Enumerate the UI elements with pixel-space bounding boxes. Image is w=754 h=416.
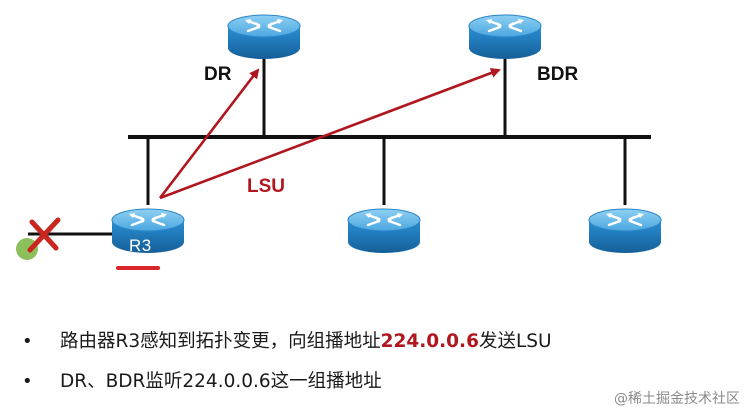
bullet-text: 路由器R3感知到拓扑变更，向组播地址 — [60, 331, 381, 352]
bullet-text: DR、BDR监听224.0.0.6这一组播地址 — [60, 371, 382, 392]
failed-link — [16, 217, 112, 260]
bdr-label: BDR — [537, 64, 579, 85]
lsu-arrow-to-dr — [158, 68, 260, 199]
router-other-2-icon — [587, 207, 663, 255]
lsu-label: LSU — [247, 176, 285, 197]
multicast-address-highlight: 224.0.0.6 — [380, 331, 479, 352]
network-segment — [128, 52, 651, 205]
lsu-arrows — [158, 68, 501, 200]
bullet-dot: • — [22, 371, 33, 392]
lsu-arrow-to-bdr — [159, 68, 501, 200]
failure-x-icon — [27, 217, 61, 253]
router-dr-icon — [226, 13, 302, 61]
bullet-list: • 路由器R3感知到拓扑变更，向组播地址224.0.0.6发送LSU • DR、BD… — [22, 322, 742, 402]
r3-label: R3 — [129, 236, 152, 255]
bullet-dot: • — [22, 331, 33, 352]
ospf-network-diagram — [16, 13, 663, 270]
bullet-text-tail: 发送LSU — [478, 331, 552, 352]
router-bdr-icon — [467, 13, 543, 61]
dr-label: DR — [204, 64, 232, 85]
watermark: @稀土掘金技术社区 — [614, 391, 740, 407]
bullet-item: • 路由器R3感知到拓扑变更，向组播地址224.0.0.6发送LSU — [22, 322, 742, 362]
link-endpoint-dot — [16, 238, 38, 260]
router-other-1-icon — [346, 207, 422, 255]
bullet-item: • DR、BDR监听224.0.0.6这一组播地址 — [22, 362, 742, 402]
